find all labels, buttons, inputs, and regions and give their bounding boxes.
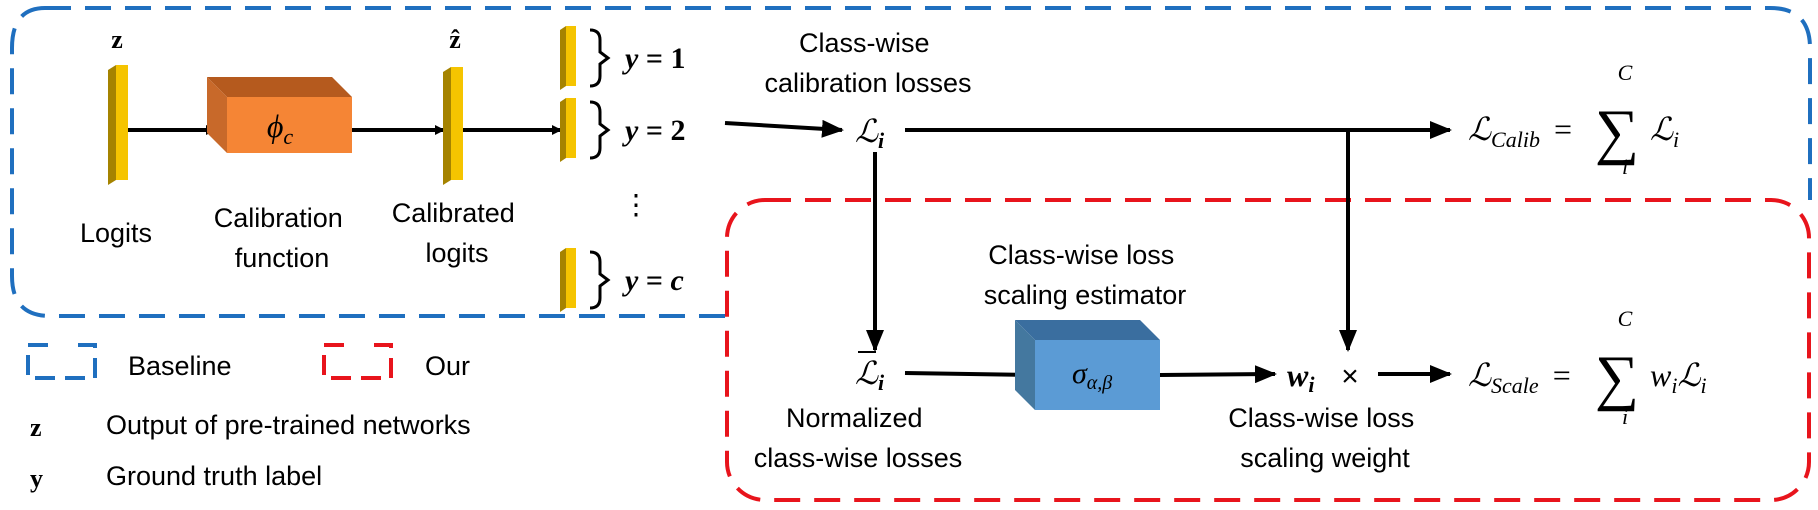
- calibration-function-label: Calibration function: [214, 203, 351, 273]
- lscale-sum-upper: C: [1618, 306, 1633, 331]
- arrow-normalized-to-estimator: [904, 365, 1037, 384]
- legend-y-desc: Ground truth label: [106, 461, 322, 491]
- class-bar-1: [560, 26, 611, 90]
- lscale-sum-term: wiℒi: [1650, 357, 1707, 398]
- normalized-loss: ℒi: [855, 355, 885, 395]
- legend-y-symbol: y: [30, 464, 43, 493]
- arrow-classes-to-losses: [724, 119, 844, 138]
- lcalib-sum-lower: i: [1622, 154, 1628, 179]
- legend-baseline-label: Baseline: [128, 351, 232, 381]
- lcalib-sum: ∑: [1595, 98, 1639, 166]
- lcalib-sum-upper: C: [1618, 60, 1633, 85]
- calibration-function-box: [207, 77, 352, 153]
- legend-z-desc: Output of pre-trained networks: [106, 410, 471, 440]
- calibrated-logits-label: Calibrated logits: [392, 198, 523, 268]
- class-label-1: y = 1: [622, 42, 685, 75]
- z-symbol: z: [111, 25, 123, 54]
- weight-wi: wi: [1287, 357, 1315, 397]
- lscale-sum-lower: i: [1622, 404, 1628, 429]
- multiply-sign: ×: [1341, 360, 1359, 393]
- phi-label: ϕc: [267, 108, 294, 149]
- legend-baseline-swatch: [26, 343, 97, 380]
- class-label-c: y = c: [622, 264, 684, 297]
- normalized-losses-label: Normalized class-wise losses: [754, 403, 963, 473]
- sigma-label: σα,β: [1072, 357, 1112, 394]
- logits-bar: [108, 65, 128, 185]
- loss-li: ℒi: [855, 113, 885, 153]
- scaling-estimator-label: Class-wise loss scaling estimator: [984, 240, 1187, 310]
- class-bar-2: [560, 98, 611, 162]
- lscale-formula: ℒScale=: [1468, 357, 1571, 398]
- logits-label: Logits: [80, 218, 152, 248]
- scaling-estimator-box: [1015, 320, 1160, 410]
- ours-region: [725, 198, 1811, 502]
- legend-z-symbol: z: [30, 413, 42, 442]
- zhat-symbol: ẑ: [449, 25, 461, 54]
- class-label-2: y = 2: [622, 114, 685, 147]
- legend-ours-swatch: [322, 343, 393, 380]
- calibrated-logits-bar: [443, 67, 463, 185]
- lcalib-sum-term: ℒi: [1650, 111, 1679, 152]
- arrow-estimator-to-weight: [1159, 365, 1277, 384]
- class-bar-c: [560, 248, 611, 312]
- baseline-region: [10, 6, 1812, 318]
- lscale-sum: ∑: [1595, 344, 1639, 412]
- vertical-dots: ⋮: [622, 190, 650, 221]
- scaling-weight-label: Class-wise loss scaling weight: [1228, 403, 1422, 473]
- legend-ours-label: Our: [425, 351, 470, 381]
- lcalib-formula: ℒCalib=: [1468, 111, 1572, 152]
- classwise-losses-title: Class-wise calibration losses: [764, 28, 971, 98]
